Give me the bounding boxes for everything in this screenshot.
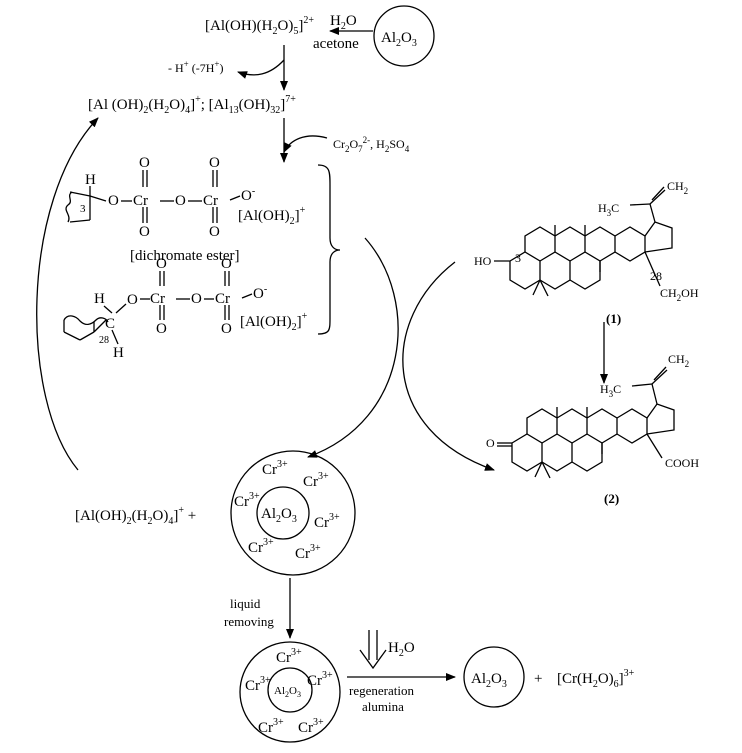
svg-text:28: 28 bbox=[99, 335, 109, 346]
compound-1-label: (1) bbox=[606, 311, 621, 326]
svg-text:O: O bbox=[486, 436, 495, 450]
al-left-complex: [Al(OH)2(H2O)4]+ + bbox=[75, 505, 196, 527]
svg-text:Cr3+: Cr3+ bbox=[295, 543, 321, 562]
liquid-label: liquid bbox=[230, 596, 261, 611]
ester-brace bbox=[317, 164, 341, 335]
svg-text:Cr: Cr bbox=[215, 291, 230, 307]
particle-inner-bottom bbox=[267, 667, 313, 713]
oxidant-arrow bbox=[283, 135, 328, 153]
dichromate-ester-label: [dichromate ester] bbox=[130, 248, 240, 264]
removing-label: removing bbox=[224, 614, 274, 629]
svg-text:Cr3+: Cr3+ bbox=[245, 675, 271, 694]
svg-text:O: O bbox=[175, 193, 186, 209]
final-alumina: Al2O3 bbox=[471, 671, 507, 690]
svg-text:Cr3+: Cr3+ bbox=[298, 717, 324, 736]
cycle-arrow-left bbox=[36, 117, 99, 471]
svg-text:O: O bbox=[221, 321, 232, 337]
alumina-circle-bottom bbox=[463, 646, 525, 708]
svg-text:O: O bbox=[156, 321, 167, 337]
svg-text:Cr3+: Cr3+ bbox=[276, 647, 302, 666]
deprotonation: - H+ (-7H+) bbox=[168, 59, 224, 75]
svg-text:28: 28 bbox=[650, 269, 662, 283]
regeneration-label: regeneration bbox=[349, 683, 414, 698]
compound-2-label: (2) bbox=[604, 491, 619, 506]
dichromate-ester-c28: C 28 H H O Cr O O O Cr O O O- bbox=[63, 256, 267, 361]
alumina-label: alumina bbox=[362, 699, 404, 714]
final-complex: [Cr(H2O)6]3+ bbox=[557, 668, 635, 690]
particle-outer-bottom bbox=[239, 641, 341, 743]
svg-text:Cr: Cr bbox=[133, 193, 148, 209]
particle-alumina-bottom: Al2O3 bbox=[274, 685, 301, 699]
h3c-c2: H3C bbox=[600, 382, 621, 399]
svg-text:C: C bbox=[105, 316, 115, 332]
svg-text:O: O bbox=[209, 224, 220, 240]
svg-text:O: O bbox=[127, 292, 138, 308]
ch2-c1: CH2 bbox=[667, 179, 688, 196]
reagent-water: H2O bbox=[330, 13, 357, 32]
svg-text:Cr3+: Cr3+ bbox=[307, 670, 333, 689]
svg-text:O: O bbox=[209, 155, 220, 171]
svg-text:Cr3+: Cr3+ bbox=[314, 512, 340, 531]
counter-ion-2: [Al(OH)2]+ bbox=[240, 311, 308, 333]
particle-outer-middle bbox=[230, 450, 356, 576]
proton-loss-arrow bbox=[237, 59, 285, 79]
compound-2-structure: O H3C CH2 COOH bbox=[486, 352, 699, 479]
al-species: [Al (OH)2(H2O)4]+; [Al13(OH)32]7+ bbox=[88, 94, 296, 116]
dichromate-ester-c3: 3 H O Cr O O O Cr O O O- bbox=[65, 155, 255, 240]
plus-sign: + bbox=[534, 671, 542, 687]
alumina-top: Al2O3 bbox=[381, 30, 417, 49]
svg-text:O: O bbox=[191, 291, 202, 307]
svg-text:O: O bbox=[139, 224, 150, 240]
svg-text:O: O bbox=[108, 193, 119, 209]
particle-alumina-middle: Al2O3 bbox=[261, 506, 297, 525]
svg-text:H: H bbox=[94, 291, 105, 307]
arrow-to-particle bbox=[307, 237, 399, 458]
arrow-to-product bbox=[402, 261, 495, 471]
compound-1-structure: HO 3 H3C CH2 28 CH2OH bbox=[474, 179, 699, 303]
svg-text:O-: O- bbox=[253, 284, 267, 302]
oxidant: Cr2O72-, H2SO4 bbox=[333, 135, 410, 154]
svg-text:Cr3+: Cr3+ bbox=[248, 537, 274, 556]
svg-text:3: 3 bbox=[80, 203, 86, 215]
svg-text:3: 3 bbox=[515, 251, 521, 265]
svg-text:Cr3+: Cr3+ bbox=[262, 459, 288, 478]
reagent-acetone: acetone bbox=[313, 36, 359, 52]
counter-ion-1: [Al(OH)2]+ bbox=[238, 205, 306, 227]
water-bottom: H2O bbox=[388, 640, 415, 659]
water-down-arrow-head bbox=[359, 649, 387, 670]
svg-text:H: H bbox=[85, 172, 96, 188]
ch2-c2: CH2 bbox=[668, 352, 689, 369]
alumina-circle-top bbox=[373, 5, 435, 67]
svg-text:Cr3+: Cr3+ bbox=[303, 471, 329, 490]
h3c-c1: H3C bbox=[598, 201, 619, 218]
svg-text:O: O bbox=[139, 155, 150, 171]
svg-text:Cr: Cr bbox=[203, 193, 218, 209]
al-aquo-complex: [Al(OH)(H2O)5]2+ bbox=[205, 15, 314, 37]
svg-text:H: H bbox=[113, 345, 124, 361]
svg-text:O: O bbox=[221, 256, 232, 272]
particle-inner-middle bbox=[256, 486, 310, 540]
svg-text:Cr3+: Cr3+ bbox=[234, 491, 260, 510]
svg-text:Cr: Cr bbox=[150, 291, 165, 307]
svg-text:Cr3+: Cr3+ bbox=[258, 717, 284, 736]
svg-text:HO: HO bbox=[474, 254, 492, 268]
svg-text:O: O bbox=[156, 256, 167, 272]
svg-text:O-: O- bbox=[241, 186, 255, 204]
svg-text:COOH: COOH bbox=[665, 456, 699, 470]
ch2oh: CH2OH bbox=[660, 286, 699, 303]
